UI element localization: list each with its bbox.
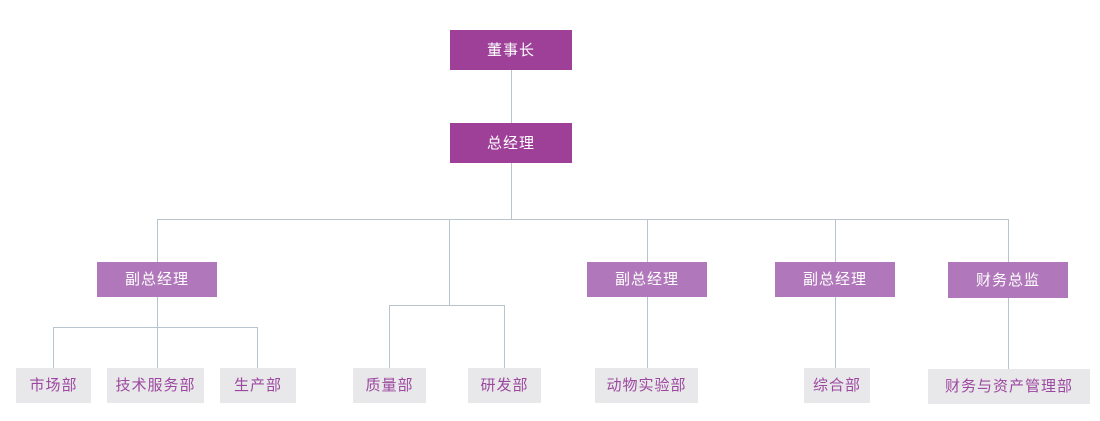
connector-main-horizontal	[157, 219, 1008, 220]
org-node-deputy-gm-2: 副总经理	[587, 262, 707, 297]
connector-gm-mainline	[511, 163, 512, 219]
org-node-production-dept: 生产部	[220, 368, 296, 403]
connector-drop-rnd	[504, 305, 505, 368]
connector-drop-quality	[389, 305, 390, 368]
connector-deputy1-stem	[157, 297, 158, 327]
org-node-deputy-gm-3: 副总经理	[775, 262, 895, 297]
org-node-animal-lab-dept: 动物实验部	[595, 368, 698, 403]
connector-drop-animal-lab	[647, 297, 648, 368]
org-node-rnd-dept: 研发部	[468, 368, 541, 403]
org-node-general-affairs-dept: 综合部	[804, 368, 870, 403]
connector-drop-tech-service	[157, 327, 158, 368]
connector-drop-branch-2	[449, 219, 450, 305]
org-node-marketing-dept: 市场部	[16, 368, 91, 403]
connector-drop-general-affairs	[835, 297, 836, 368]
org-node-deputy-gm-1: 副总经理	[97, 262, 217, 297]
connector-branch2-horizontal	[389, 305, 504, 306]
connector-deputy1-horizontal	[53, 327, 257, 328]
connector-chairman-gm	[511, 70, 512, 123]
org-node-finance-director: 财务总监	[948, 262, 1068, 298]
org-node-tech-service-dept: 技术服务部	[107, 368, 204, 403]
connector-drop-finance-director	[1008, 219, 1009, 262]
org-node-finance-asset-dept: 财务与资产管理部	[928, 369, 1090, 404]
connector-drop-deputy-gm-3	[835, 219, 836, 262]
connector-drop-deputy-gm-1	[157, 219, 158, 262]
org-node-quality-dept: 质量部	[353, 368, 426, 403]
connector-drop-deputy-gm-2	[647, 219, 648, 262]
org-node-general-manager: 总经理	[450, 123, 572, 163]
connector-drop-production	[257, 327, 258, 368]
connector-drop-marketing	[53, 327, 54, 368]
org-node-chairman: 董事长	[450, 30, 572, 70]
connector-drop-finance-asset	[1008, 298, 1009, 369]
